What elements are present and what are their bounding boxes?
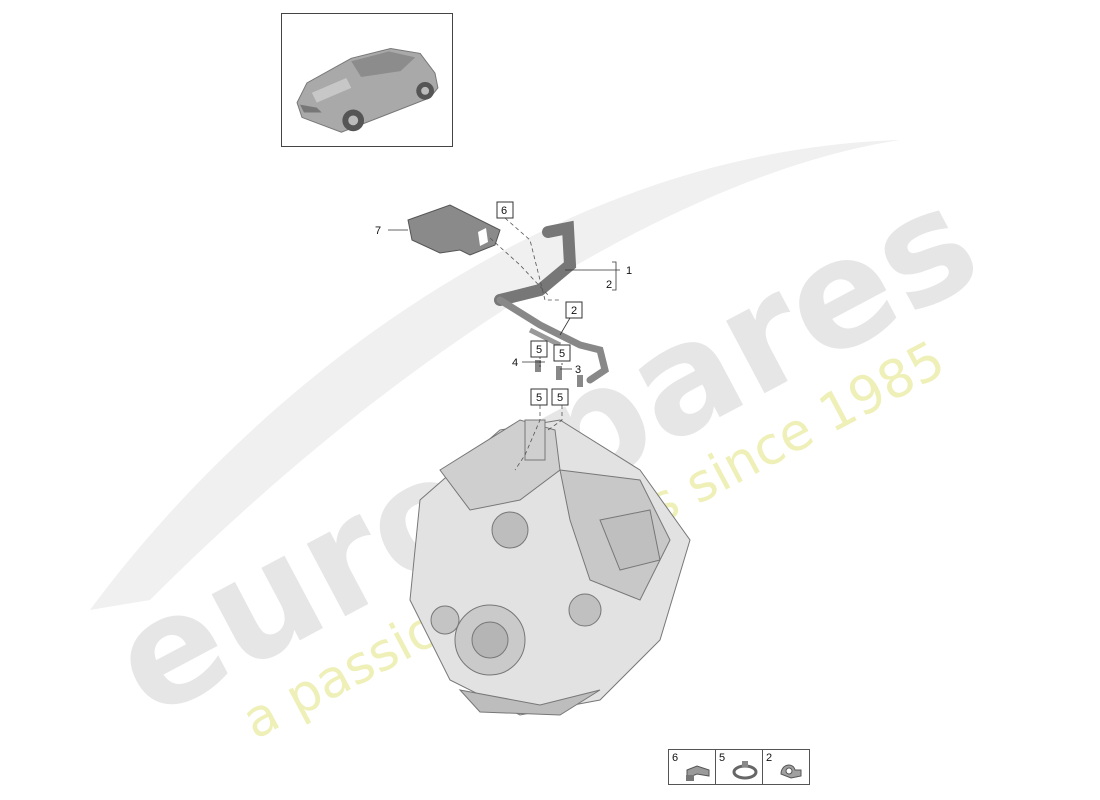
boxed-callout-5b: 5 xyxy=(553,344,571,362)
svg-text:5: 5 xyxy=(536,392,542,404)
hose-clamp-icon xyxy=(732,761,758,780)
legend-number: 6 xyxy=(672,752,679,764)
svg-text:5: 5 xyxy=(559,348,565,360)
engine-drawing xyxy=(409,419,691,716)
boxed-callout-5a: 5 xyxy=(530,340,548,358)
boxed-callout-5d: 5 xyxy=(551,388,569,406)
boxed-callout-5c: 5 xyxy=(530,388,548,406)
watermark-swoosh xyxy=(90,140,900,610)
bracket-clip-icon xyxy=(686,765,710,781)
callout-4: 4 xyxy=(512,357,518,369)
vehicle-thumbnail xyxy=(281,13,453,147)
projection-lines xyxy=(489,217,563,471)
clip-legend: 6 5 2 xyxy=(668,749,810,785)
suv-car-icon xyxy=(296,47,439,133)
callout-2: 2 xyxy=(606,279,612,291)
legend-item: 6 xyxy=(669,750,716,784)
boxed-callout-6: 6 xyxy=(496,201,514,219)
callout-7: 7 xyxy=(375,225,381,237)
part-3-fitting xyxy=(556,366,562,380)
callout-1: 1 xyxy=(626,265,632,277)
legend-number: 5 xyxy=(719,752,726,764)
boxed-callout-2: 2 xyxy=(565,301,583,319)
svg-text:5: 5 xyxy=(557,392,563,404)
svg-text:6: 6 xyxy=(501,205,507,217)
legend-item: 5 xyxy=(716,750,763,784)
legend-item: 2 xyxy=(763,750,809,784)
legend-number: 2 xyxy=(766,752,773,764)
breather-pipe-part-1 xyxy=(494,220,609,384)
part-3-end xyxy=(577,375,583,387)
svg-text:5: 5 xyxy=(536,344,542,356)
gasket-part-7 xyxy=(407,204,501,256)
part-4 xyxy=(535,360,541,372)
pipe-clip-icon xyxy=(780,764,802,779)
callout-3: 3 xyxy=(575,364,581,376)
svg-text:2: 2 xyxy=(571,305,577,317)
